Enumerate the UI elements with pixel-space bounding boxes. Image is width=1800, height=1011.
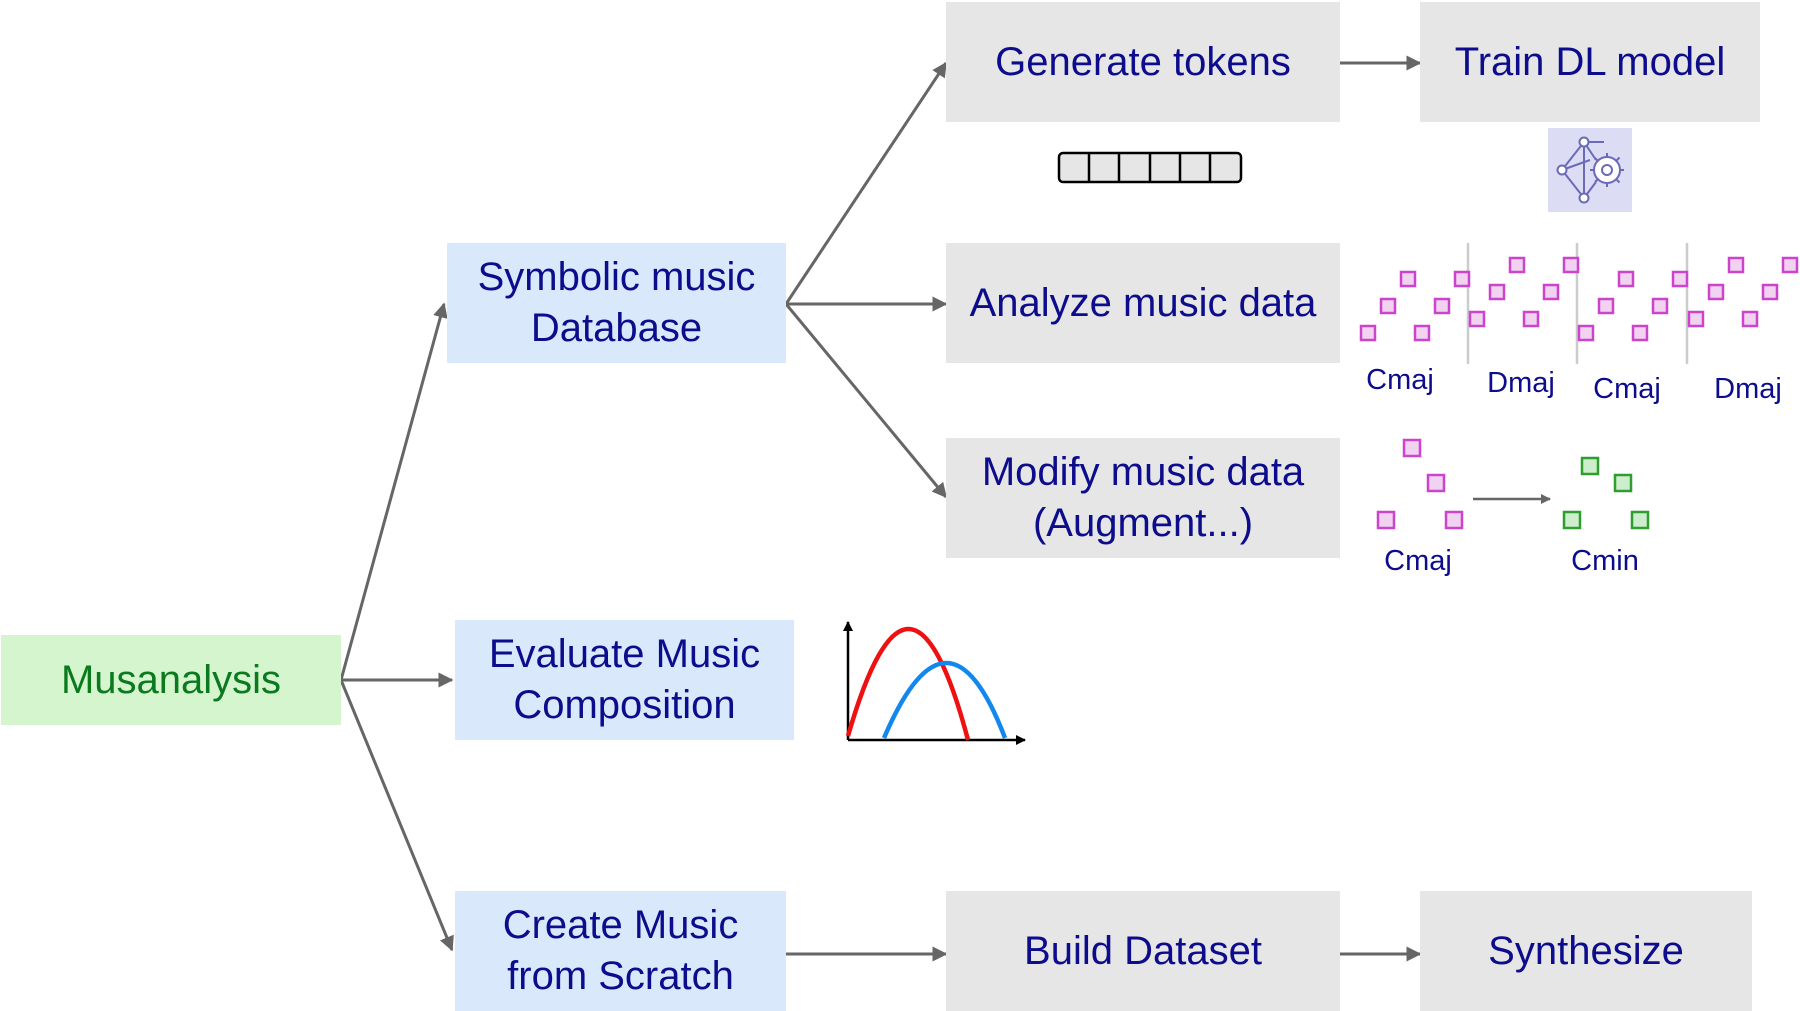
note-square (1399, 270, 1417, 288)
node-create-music-from-scratch: Create Music from Scratch (455, 891, 786, 1011)
note-square-minor (1630, 510, 1650, 530)
note-square (1631, 324, 1649, 342)
node-build-dataset-label: Build Dataset (1024, 928, 1262, 973)
node-create-line1: Create Music (502, 903, 739, 947)
node-symbolic-music-database: Symbolic music Database (447, 243, 786, 363)
note-square (1508, 256, 1526, 274)
node-generate-tokens-label: Generate tokens (995, 39, 1291, 84)
modify-to-label: Cmin (1571, 545, 1639, 577)
node-build-dataset: Build Dataset (946, 891, 1340, 1011)
note-square (1671, 270, 1689, 288)
arrow-root-to-create (339, 679, 454, 952)
node-evaluate-line1: Evaluate Music (488, 632, 761, 676)
note-square-minor (1580, 456, 1600, 476)
note-square (1562, 256, 1580, 274)
modify-chord-illustration (1376, 438, 1650, 530)
node-musanalysis: Musanalysis (1, 635, 341, 725)
node-train-dl-model-label: Train DL model (1454, 39, 1726, 84)
note-square (1413, 324, 1431, 342)
node-analyze-music-data: Analyze music data (946, 243, 1340, 363)
note-square (1468, 310, 1486, 328)
node-synthesize-label: Synthesize (1488, 928, 1684, 973)
token-sequence-icon (1057, 151, 1243, 184)
analyze-pianoroll-illustration (1359, 243, 1799, 364)
note-square (1651, 297, 1669, 315)
curve-red (845, 626, 971, 741)
node-synthesize: Synthesize (1420, 891, 1752, 1011)
note-square (1488, 283, 1506, 301)
note-square (1707, 283, 1725, 301)
note-square (1542, 283, 1560, 301)
node-modify-line1: Modify music data (981, 450, 1305, 494)
note-square (1379, 297, 1397, 315)
node-symbolic-db-line1: Symbolic music (477, 255, 756, 299)
note-square (1522, 310, 1540, 328)
arrow-db-to-modify (784, 303, 948, 499)
note-square (1617, 270, 1635, 288)
modify-from-label: Cmaj (1384, 545, 1452, 577)
note-square (1727, 256, 1745, 274)
node-analyze-label: Analyze music data (969, 280, 1317, 325)
arrow-root-to-symbolic-db (339, 302, 448, 681)
node-evaluate-music-composition: Evaluate Music Composition (455, 620, 794, 740)
node-train-dl-model: Train DL model (1420, 2, 1760, 122)
arrow-db-to-generate (784, 61, 948, 305)
note-square (1453, 270, 1471, 288)
note-square (1597, 297, 1615, 315)
curve-chart-icon (843, 621, 1026, 745)
note-square-major (1426, 473, 1446, 493)
chord-label: Cmaj (1366, 364, 1434, 396)
note-square (1687, 310, 1705, 328)
node-evaluate-line2: Composition (513, 683, 736, 727)
note-square (1781, 256, 1799, 274)
chord-label: Dmaj (1714, 373, 1782, 405)
note-square-major (1376, 510, 1396, 530)
node-generate-tokens: Generate tokens (946, 2, 1340, 122)
neural-network-gear-icon (1548, 128, 1632, 212)
note-square-major (1402, 438, 1422, 458)
node-create-line2: from Scratch (507, 954, 734, 998)
note-square (1433, 297, 1451, 315)
note-square (1741, 310, 1759, 328)
node-modify-line2: (Augment...) (1032, 501, 1254, 545)
note-square-minor (1613, 473, 1633, 493)
node-modify-music-data: Modify music data (Augment...) (946, 438, 1340, 558)
note-square (1577, 324, 1595, 342)
curve-blue (881, 661, 1008, 739)
note-square (1359, 324, 1377, 342)
note-square-minor (1562, 510, 1582, 530)
note-square-major (1444, 510, 1464, 530)
note-square (1761, 283, 1779, 301)
node-musanalysis-label: Musanalysis (60, 657, 282, 702)
chord-label: Dmaj (1487, 367, 1555, 399)
chord-label: Cmaj (1593, 373, 1661, 405)
node-symbolic-db-line2: Database (530, 306, 703, 350)
